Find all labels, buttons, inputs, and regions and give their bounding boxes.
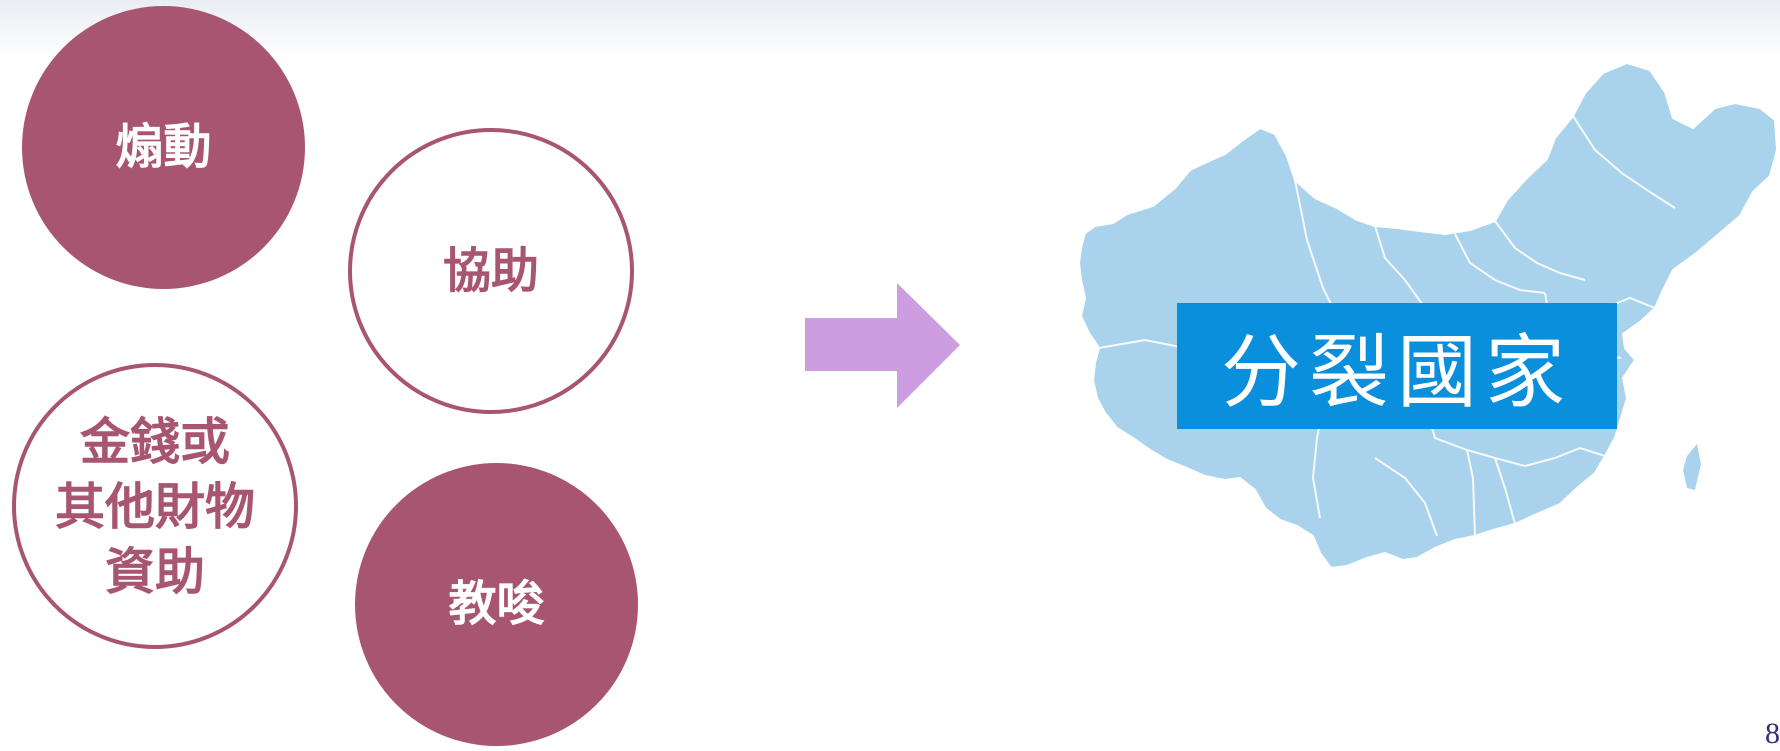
incite-circle: 煽動 <box>22 6 305 289</box>
secession-banner: 分裂國家 <box>1177 303 1617 429</box>
funding-label: 金錢或 其他財物 資助 <box>55 411 255 601</box>
funding-circle: 金錢或 其他財物 資助 <box>12 363 298 649</box>
incite-label: 煽動 <box>115 119 212 176</box>
header-band <box>0 0 1780 60</box>
right-arrow-icon <box>805 283 960 408</box>
assist-circle: 協助 <box>348 128 634 414</box>
abet-circle: 教唆 <box>355 463 638 746</box>
abet-label: 教唆 <box>448 576 545 633</box>
assist-label: 協助 <box>442 242 539 299</box>
page-number: 8 <box>1765 717 1780 750</box>
